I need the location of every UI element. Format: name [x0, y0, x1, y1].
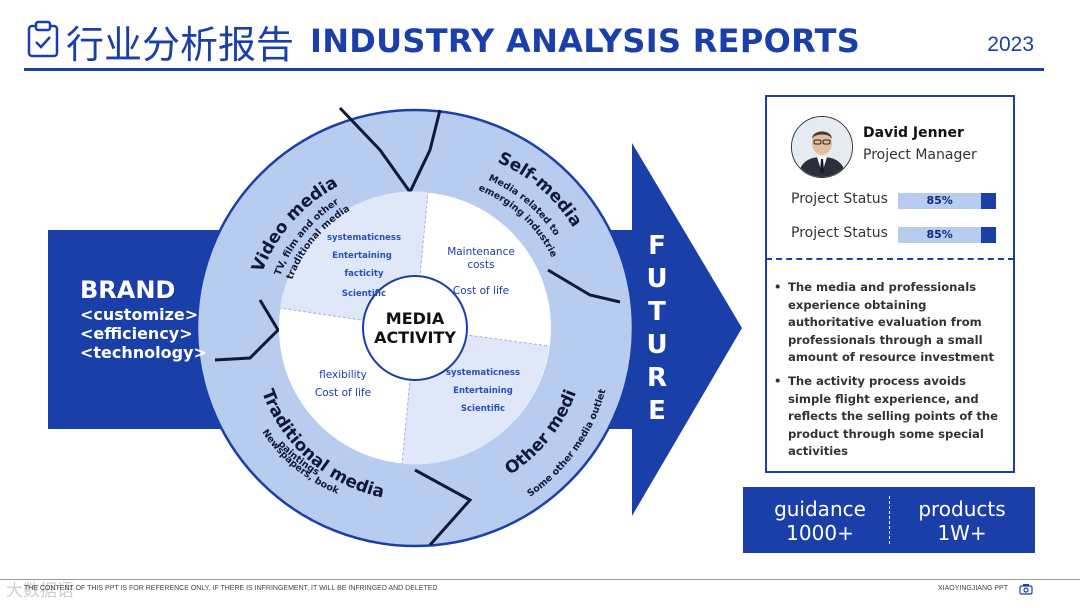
center-label-line1: MEDIA: [386, 309, 445, 328]
future-letter-3: T: [648, 297, 666, 327]
status-bar-1: 85%: [898, 193, 996, 209]
future-letter-6: E: [648, 396, 666, 426]
status-bar-2: 85%: [898, 227, 996, 243]
card-bullet-2: • The activity process avoids simple fli…: [774, 373, 1010, 461]
center-label-line2: ACTIVITY: [374, 328, 456, 347]
stat-products: products 1W+: [892, 497, 1032, 545]
brand-line-technology: <technology>: [80, 343, 207, 362]
watermark-logo: 大数据语: [6, 581, 74, 601]
future-letter-4: U: [646, 330, 667, 360]
ring-separator-left: [214, 299, 280, 362]
ring-separator-bottom: [414, 468, 473, 546]
tr-item-1: Maintenance: [447, 246, 515, 258]
status-bar-fill-1: 85%: [898, 193, 982, 209]
brand-title: BRAND: [80, 276, 176, 304]
page-title-english: INDUSTRY ANALYSIS REPORTS: [310, 22, 861, 60]
person-name: David Jenner: [863, 125, 964, 141]
header-divider: [24, 68, 1044, 71]
br-item-1: systematicness: [446, 368, 520, 378]
card-bullet-1-text: The media and professionals experience o…: [788, 280, 995, 364]
status-label-2: Project Status: [791, 225, 888, 241]
future-letter-5: R: [647, 363, 667, 393]
stat-guidance: guidance 1000+: [750, 497, 890, 545]
brand-line-customize: <customize>: [80, 305, 199, 324]
page-title-chinese: 行业分析报告: [66, 23, 295, 67]
bl-item-2: Cost of life: [315, 387, 371, 399]
bl-item-1: flexibility: [319, 369, 367, 381]
stat-guidance-label: guidance: [774, 497, 866, 521]
footer-brand: XIAOYINGJIANG PPT: [937, 585, 1008, 592]
card-bullet-2-text: The activity process avoids simple fligh…: [788, 374, 999, 458]
brand-block: BRAND <customize> <efficiency> <technolo…: [80, 275, 207, 362]
stat-guidance-value: 1000+: [786, 521, 854, 545]
footer-disclaimer: THE CONTENT OF THIS PPT IS FOR REFERENCE…: [24, 585, 438, 592]
tl-item-4: Scientific: [342, 289, 386, 299]
future-letter-1: F: [648, 231, 666, 261]
future-letter-2: U: [646, 264, 667, 294]
status-label-1: Project Status: [791, 191, 888, 207]
tr-item-2: costs: [467, 259, 494, 271]
tl-item-2: Entertaining: [332, 251, 392, 261]
camera-icon: [1019, 584, 1033, 595]
br-item-3: Scientific: [461, 404, 505, 414]
year-label: 2023: [987, 33, 1034, 56]
tl-item-3: facticity: [344, 269, 383, 279]
card-divider: [766, 258, 1014, 260]
tl-item-1: systematicness: [327, 233, 401, 243]
clipboard-icon: [27, 20, 59, 58]
ring-separator-right: [547, 268, 621, 304]
person-role: Project Manager: [863, 147, 977, 163]
br-item-2: Entertaining: [453, 386, 513, 396]
stat-products-value: 1W+: [937, 521, 987, 545]
card-bullet-1: • The media and professionals experience…: [774, 279, 1010, 367]
footer-divider: [0, 579, 1080, 580]
person-photo: [791, 116, 853, 178]
brand-line-efficiency: <efficiency>: [80, 324, 193, 343]
tr-item-3: Cost of life: [453, 285, 509, 297]
stat-products-label: products: [918, 497, 1006, 521]
stats-divider: [889, 496, 890, 544]
status-bar-fill-2: 85%: [898, 227, 982, 243]
center-circle: [362, 275, 468, 381]
